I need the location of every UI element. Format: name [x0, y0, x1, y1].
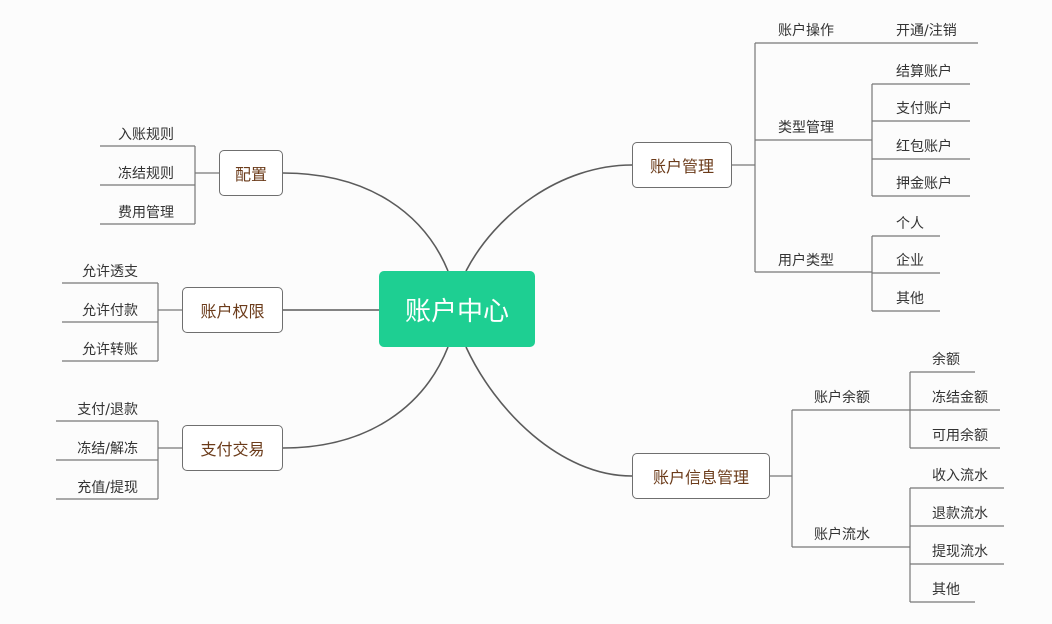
- bracket-info-mgmt: [770, 410, 793, 547]
- leaf-label[interactable]: 冻结/解冻: [77, 441, 138, 457]
- leaf-label[interactable]: 其他: [896, 291, 924, 307]
- bracket-account-mgmt: [732, 43, 756, 272]
- bracket-transactions: [157, 421, 182, 499]
- leaf-label[interactable]: 允许转账: [82, 342, 138, 358]
- group-label[interactable]: 账户操作: [778, 23, 834, 39]
- leaf-label[interactable]: 允许付款: [82, 303, 138, 319]
- leaf-label[interactable]: 余额: [932, 352, 960, 368]
- node-account-permissions[interactable]: 账户权限: [182, 287, 283, 333]
- leaf-label[interactable]: 充值/提现: [77, 480, 138, 496]
- leaf-label[interactable]: 退款流水: [932, 506, 988, 522]
- leaf-label[interactable]: 可用余额: [932, 428, 988, 444]
- leaf-label[interactable]: 支付/退款: [77, 402, 138, 418]
- bracket-config: [194, 146, 219, 224]
- leaf-label[interactable]: 押金账户: [896, 176, 952, 192]
- bracket-permissions: [157, 283, 182, 361]
- node-config[interactable]: 配置: [219, 150, 283, 196]
- leaf-label[interactable]: 开通/注销: [896, 23, 957, 39]
- leaf-label[interactable]: 提现流水: [932, 544, 988, 560]
- center-node[interactable]: 账户中心: [379, 271, 535, 347]
- node-account-info-management[interactable]: 账户信息管理: [632, 453, 770, 499]
- leaf-label[interactable]: 冻结金额: [932, 390, 988, 406]
- group-label[interactable]: 用户类型: [778, 253, 834, 269]
- connector-account-mgmt: [465, 164, 633, 272]
- connector-config: [282, 172, 449, 272]
- leaf-label[interactable]: 支付账户: [896, 101, 952, 117]
- leaf-label[interactable]: 企业: [896, 253, 924, 269]
- leaf-label[interactable]: 允许透支: [82, 264, 138, 280]
- node-account-management[interactable]: 账户管理: [632, 142, 732, 188]
- leaf-label[interactable]: 费用管理: [118, 205, 174, 221]
- leaf-label[interactable]: 入账规则: [118, 127, 174, 143]
- connector-transactions: [282, 346, 449, 449]
- leaf-label[interactable]: 冻结规则: [118, 166, 174, 182]
- group-label[interactable]: 账户余额: [814, 390, 870, 406]
- connector-info-mgmt: [465, 346, 633, 477]
- node-payment-transactions[interactable]: 支付交易: [182, 425, 283, 471]
- group-label[interactable]: 类型管理: [778, 120, 834, 136]
- group-label[interactable]: 账户流水: [814, 527, 870, 543]
- leaf-label[interactable]: 个人: [896, 216, 924, 232]
- leaf-label[interactable]: 结算账户: [896, 64, 952, 80]
- leaf-label[interactable]: 红包账户: [896, 139, 952, 155]
- leaf-label[interactable]: 其他: [932, 582, 960, 598]
- leaf-label[interactable]: 收入流水: [932, 468, 988, 484]
